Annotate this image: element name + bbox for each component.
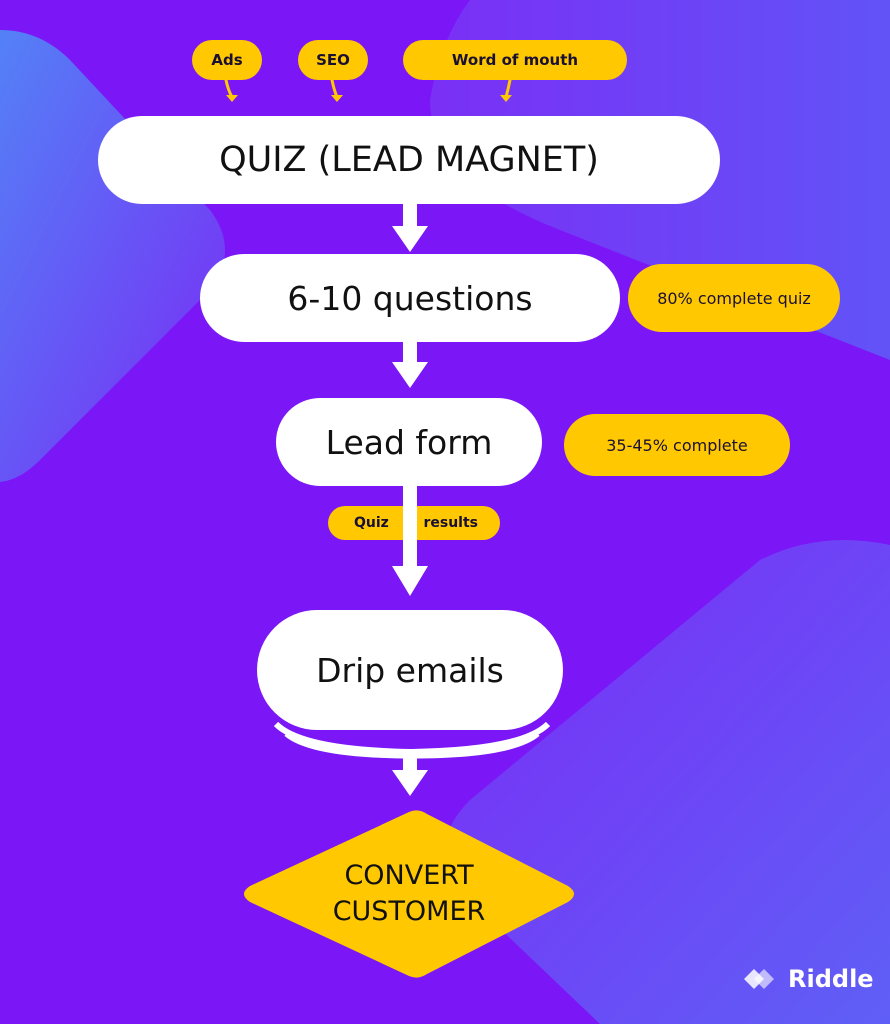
arrow-lead-form-to-drip xyxy=(392,484,428,596)
riddle-logo-text: Riddle xyxy=(788,965,874,993)
node-quiz: QUIZ (LEAD MAGNET) xyxy=(98,116,720,204)
node-lead-form-label: Lead form xyxy=(325,422,493,462)
node-drip-emails: Drip emails xyxy=(257,610,563,730)
node-drip-emails-label: Drip emails xyxy=(316,650,504,690)
riddle-logo-icon xyxy=(744,969,774,989)
riddle-logo[interactable]: Riddle xyxy=(740,964,874,994)
source-tag-seo: SEO xyxy=(298,40,368,80)
arrow-quiz-to-questions xyxy=(392,202,428,252)
stat-lead-completion: 35-45% complete xyxy=(564,414,790,476)
convert-diamond xyxy=(244,810,574,978)
source-arrows xyxy=(224,78,512,102)
convert-line-2: CUSTOMER xyxy=(332,896,486,927)
bg-shape-left xyxy=(0,30,225,482)
source-tag-label: SEO xyxy=(316,51,350,69)
node-questions-label: 6-10 questions xyxy=(287,278,533,318)
quiz-results-right: results xyxy=(423,515,478,531)
stat-lead-completion-label: 35-45% complete xyxy=(606,435,748,455)
source-tag-label: Word of mouth xyxy=(451,51,579,69)
node-lead-form: Lead form xyxy=(276,398,542,486)
source-tag-label: Ads xyxy=(211,51,243,69)
convert-line-1: CONVERT xyxy=(344,860,474,891)
convert-customer-label: CONVERT CUSTOMER xyxy=(238,806,580,982)
stat-quiz-completion: 80% complete quiz xyxy=(628,264,840,332)
node-quiz-label: QUIZ (LEAD MAGNET) xyxy=(219,140,599,180)
source-tag-word-of-mouth: Word of mouth xyxy=(403,40,627,80)
stat-quiz-completion-label: 80% complete quiz xyxy=(657,288,811,308)
node-questions: 6-10 questions xyxy=(200,254,620,342)
quiz-results-left: Quiz xyxy=(354,515,389,531)
arrow-questions-to-lead-form xyxy=(392,340,428,388)
arrow-drip-to-convert xyxy=(392,752,428,796)
source-tag-ads: Ads xyxy=(192,40,262,80)
